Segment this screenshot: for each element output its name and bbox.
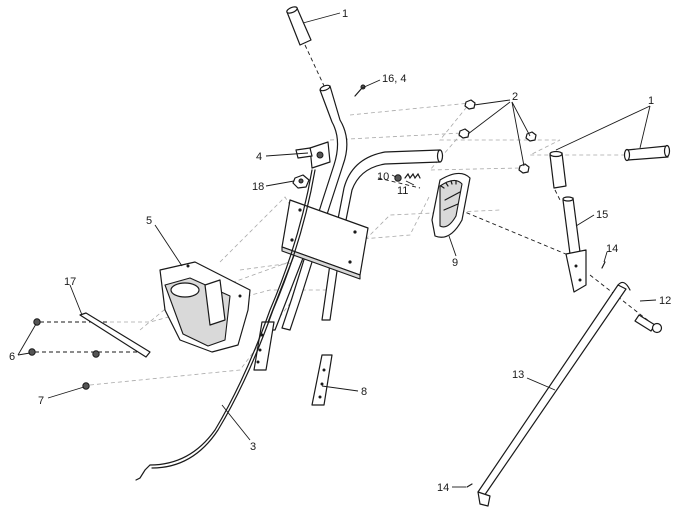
callout-6: 6 xyxy=(9,351,15,363)
screw-16 xyxy=(354,84,366,97)
callout-1-right: 1 xyxy=(648,95,654,107)
shift-lever-tube xyxy=(562,196,587,293)
grip-right xyxy=(623,144,671,162)
callout-16-4: 16, 4 xyxy=(382,73,406,85)
leader-c18 xyxy=(265,180,295,187)
axis-line xyxy=(304,44,326,89)
leader-c1a xyxy=(302,12,341,24)
spring xyxy=(404,172,421,180)
index-bracket xyxy=(431,172,471,238)
leader-c2-2 xyxy=(467,101,511,135)
callout-8: 8 xyxy=(361,386,367,398)
leader-lines xyxy=(17,12,657,488)
leader-c2-1 xyxy=(473,99,511,106)
leader-c1b-1 xyxy=(555,105,651,151)
leader-c5 xyxy=(154,224,183,267)
callout-10: 10 xyxy=(377,171,389,183)
axis-line xyxy=(459,209,586,263)
leader-c7 xyxy=(47,386,85,399)
callout-18: 18 xyxy=(252,181,264,193)
guide-line xyxy=(329,132,521,171)
callout-labels: 1 1 2 3 4 5 6 7 8 9 10 11 12 13 14 14 15… xyxy=(9,8,671,494)
guide-line xyxy=(219,196,291,263)
cable-bracket xyxy=(295,141,331,169)
leader-c12 xyxy=(639,299,657,302)
bolts-6 xyxy=(28,318,100,358)
grip-lever xyxy=(549,150,567,189)
leader-c17 xyxy=(69,284,83,316)
control-box xyxy=(159,261,251,353)
callout-14-bottom: 14 xyxy=(437,482,449,494)
callout-12: 12 xyxy=(659,295,671,307)
left-handle-tube xyxy=(281,84,348,331)
nuts xyxy=(458,99,537,174)
leader-c2-3 xyxy=(511,101,531,137)
callout-1-top: 1 xyxy=(342,8,348,20)
leader-c4 xyxy=(265,152,309,157)
leader-c14a xyxy=(603,251,608,263)
leader-c9 xyxy=(448,235,457,257)
callout-4: 4 xyxy=(256,151,262,163)
nut-10 xyxy=(394,174,402,182)
bolt-7 xyxy=(82,382,90,390)
leader-c6-2 xyxy=(17,352,31,356)
leader-c6-1 xyxy=(17,323,37,356)
callout-9: 9 xyxy=(452,257,458,269)
pin-bottom xyxy=(466,483,473,488)
leader-c13 xyxy=(526,377,556,391)
leader-c11 xyxy=(405,180,415,186)
cable xyxy=(135,169,316,481)
leader-c10 xyxy=(391,174,397,178)
callout-14-top: 14 xyxy=(606,243,618,255)
leader-c15 xyxy=(575,214,595,227)
right-lower-tube xyxy=(311,354,333,406)
callout-17: 17 xyxy=(64,276,76,288)
leader-c2-4 xyxy=(511,101,525,167)
guide-line xyxy=(349,102,630,156)
callout-3: 3 xyxy=(250,441,256,453)
support-rod xyxy=(79,312,151,358)
callout-7: 7 xyxy=(38,395,44,407)
leader-c3 xyxy=(221,404,251,441)
right-handle-tube xyxy=(321,149,444,321)
callout-2: 2 xyxy=(512,91,518,103)
grip-top xyxy=(286,6,312,46)
leader-c16 xyxy=(361,79,381,89)
axis-line xyxy=(554,189,561,201)
leader-c1b-2 xyxy=(639,105,651,149)
pin-top xyxy=(601,261,606,269)
callout-5: 5 xyxy=(146,215,152,227)
left-lower-tube xyxy=(253,239,311,371)
callout-15: 15 xyxy=(596,209,608,221)
knob-nut xyxy=(292,174,310,189)
shift-rod xyxy=(477,281,631,507)
callout-11: 11 xyxy=(397,185,408,197)
leader-c8 xyxy=(321,385,359,392)
callout-13: 13 xyxy=(512,369,524,381)
bolt xyxy=(634,314,663,334)
mounting-plate xyxy=(281,199,369,280)
axis-line xyxy=(377,177,421,189)
